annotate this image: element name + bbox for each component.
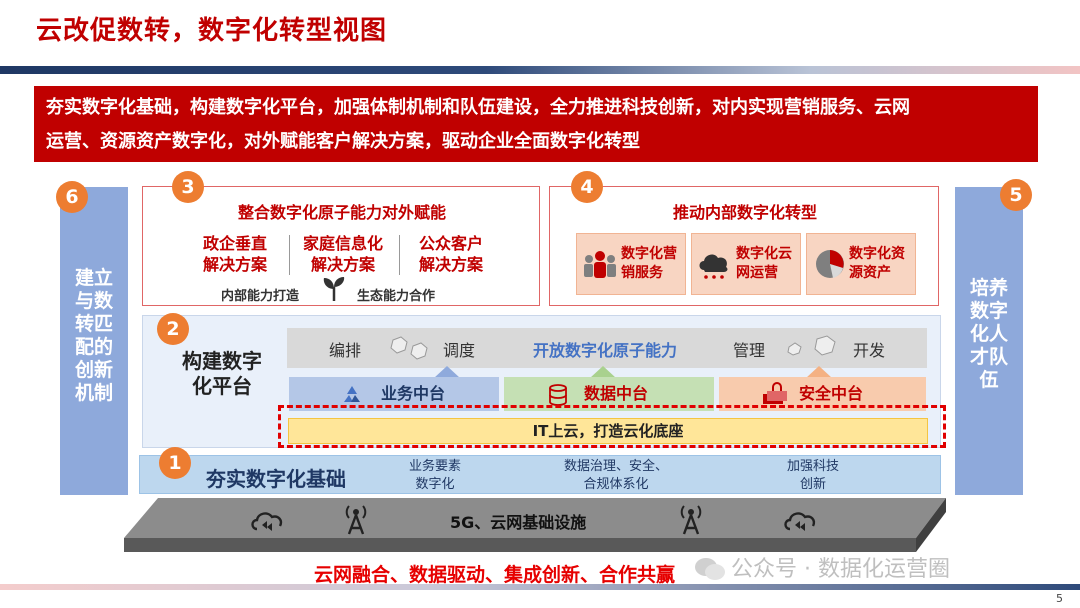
banner-line-1: 夯实数字化基础，构建数字化平台，加强体制机制和队伍建设，全力推进科技创新，对内实…	[46, 97, 910, 118]
badge-5: 5	[1000, 179, 1032, 211]
solution-public-customer: 公众客户 解决方案	[401, 233, 501, 275]
platform-label: 构建数字 化平台	[162, 349, 282, 399]
card-line: 数字化云	[736, 246, 792, 262]
left-panel-line: 机制	[74, 382, 113, 404]
foundation-item-data-governance: 数据治理、安全、 合规体系化	[536, 458, 696, 494]
left-panel-line: 转匹	[74, 313, 113, 335]
security-middle-label: 安全中台	[799, 384, 864, 403]
recycle-icon	[344, 386, 360, 402]
foundation-item-line: 合规体系化	[583, 477, 649, 492]
card-line: 数字化营	[621, 246, 677, 262]
foundation-item-line: 数字化	[415, 477, 455, 492]
foundation-item-line: 加强科技	[786, 459, 839, 474]
scheduling-label: 调度	[443, 341, 476, 360]
card-digital-resource-assets: 数字化资 源资产	[806, 233, 916, 295]
badge-1: 1	[159, 447, 191, 479]
orchestration-label: 编排	[329, 341, 362, 360]
external-empowerment-title: 整合数字化原子能力对外赋能	[237, 203, 446, 222]
hexagon-icon	[787, 335, 836, 356]
management-label: 管理	[733, 341, 766, 360]
internal-transformation-box: 推动内部数字化转型 数字化营 销服务 数字化云 网运营 数字化资 源资	[549, 186, 939, 306]
divider	[289, 235, 290, 275]
atomic-capability-band: 编排 调度 开放数字化原子能力 管理 开发	[287, 328, 927, 368]
right-panel-line: 数字	[969, 300, 1008, 322]
left-panel-line: 与数	[74, 290, 113, 312]
badge-4: 4	[571, 171, 603, 203]
wechat-icon	[695, 558, 725, 580]
page-number: 5	[1056, 592, 1063, 605]
data-middle-label: 数据中台	[584, 384, 649, 403]
ecosystem-cooperation-label: 生态能力合作	[357, 289, 436, 304]
pie-chart-icon	[816, 250, 844, 278]
right-panel-line: 培养	[969, 277, 1008, 299]
foundation-label: 夯实数字化基础	[206, 467, 346, 491]
antenna-icon	[680, 505, 702, 535]
foundation-item-line: 数据治理、安全、	[563, 459, 668, 474]
platform-label-line: 构建数字	[182, 349, 262, 373]
footer-rule	[0, 584, 1080, 590]
foundation-item-line: 业务要素	[408, 459, 461, 474]
platform-label-line: 化平台	[192, 374, 252, 398]
header-rule	[0, 66, 1080, 74]
badge-6: 6	[56, 181, 88, 213]
business-middle-label: 业务中台	[381, 384, 446, 403]
left-panel-innovation-mechanism: 建立 与数 转匹 配的 创新 机制	[60, 187, 128, 495]
external-empowerment-box: 整合数字化原子能力对外赋能 政企垂直 解决方案 家庭信息化 解决方案 公众客户 …	[142, 186, 540, 306]
up-arrow-icon	[434, 366, 460, 378]
cloud-sync-icon	[251, 512, 283, 531]
foundation-item-line: 创新	[799, 477, 826, 492]
up-arrow-icon	[590, 366, 616, 378]
highlight-dashed-frame	[278, 405, 946, 448]
foundation-item-business-elements: 业务要素 数字化	[380, 458, 490, 494]
card-digital-cloud-network: 数字化云 网运营	[691, 233, 801, 295]
cloud-sync-icon	[784, 512, 816, 531]
divider	[399, 235, 400, 275]
antenna-icon	[345, 505, 367, 535]
sprout-icon	[323, 277, 345, 301]
database-icon	[549, 384, 567, 406]
badge-2: 2	[157, 313, 189, 345]
card-line: 网运营	[736, 265, 778, 281]
left-panel-line: 创新	[74, 359, 113, 381]
summary-banner: 夯实数字化基础，构建数字化平台，加强体制机制和队伍建设，全力推进科技创新，对内实…	[34, 86, 1038, 162]
badge-3: 3	[172, 171, 204, 203]
solution-line: 解决方案	[202, 255, 267, 274]
solution-home-informatization: 家庭信息化 解决方案	[293, 233, 393, 275]
it-cloud-base: IT上云，打造云化底座	[288, 418, 928, 444]
up-arrow-icon	[806, 366, 832, 378]
footer-slogan: 云网融合、数据驱动、集成创新、合作共赢	[314, 564, 676, 586]
infrastructure-label: 5G、云网基础设施	[450, 513, 587, 532]
open-atomic-capability-label: 开放数字化原子能力	[533, 341, 678, 360]
watermark: 公众号 · 数据化运营圈	[731, 557, 950, 582]
page-title: 云改促数转，数字化转型视图	[36, 16, 388, 46]
banner-line-2: 运营、资源资产数字化，对外赋能客户解决方案，驱动企业全面数字化转型	[46, 131, 640, 152]
left-panel-line: 建立	[74, 267, 113, 289]
infrastructure-slab	[124, 498, 946, 552]
right-panel-talent-team: 培养 数字 化人 才队 伍	[955, 187, 1023, 495]
solution-line: 解决方案	[418, 255, 483, 274]
right-panel-line: 才队	[969, 346, 1008, 368]
right-panel-line: 化人	[969, 323, 1008, 345]
card-line: 源资产	[849, 265, 891, 281]
card-digital-marketing: 数字化营 销服务	[576, 233, 686, 295]
digital-foundation-band: 夯实数字化基础 业务要素 数字化 数据治理、安全、 合规体系化 加强科技 创新	[139, 455, 941, 494]
left-panel-line: 配的	[74, 336, 113, 358]
development-label: 开发	[853, 341, 886, 360]
lock-icon	[763, 382, 787, 404]
people-icon	[584, 251, 616, 278]
solution-line: 解决方案	[310, 255, 375, 274]
card-line: 数字化资	[849, 246, 905, 262]
foundation-item-tech-innovation: 加强科技 创新	[758, 458, 868, 494]
hexagon-icon	[390, 336, 428, 360]
solution-line: 政企垂直	[202, 234, 267, 253]
solution-line: 公众客户	[418, 234, 483, 253]
solution-line: 家庭信息化	[302, 234, 383, 253]
solution-gov-enterprise: 政企垂直 解决方案	[185, 233, 285, 275]
cloud-icon	[699, 254, 728, 279]
it-cloud-base-label: IT上云，打造云化底座	[532, 422, 684, 440]
card-line: 销服务	[621, 265, 663, 281]
internal-transformation-title: 推动内部数字化转型	[672, 203, 817, 222]
internal-capability-label: 内部能力打造	[221, 289, 300, 304]
right-panel-line: 伍	[979, 369, 999, 391]
